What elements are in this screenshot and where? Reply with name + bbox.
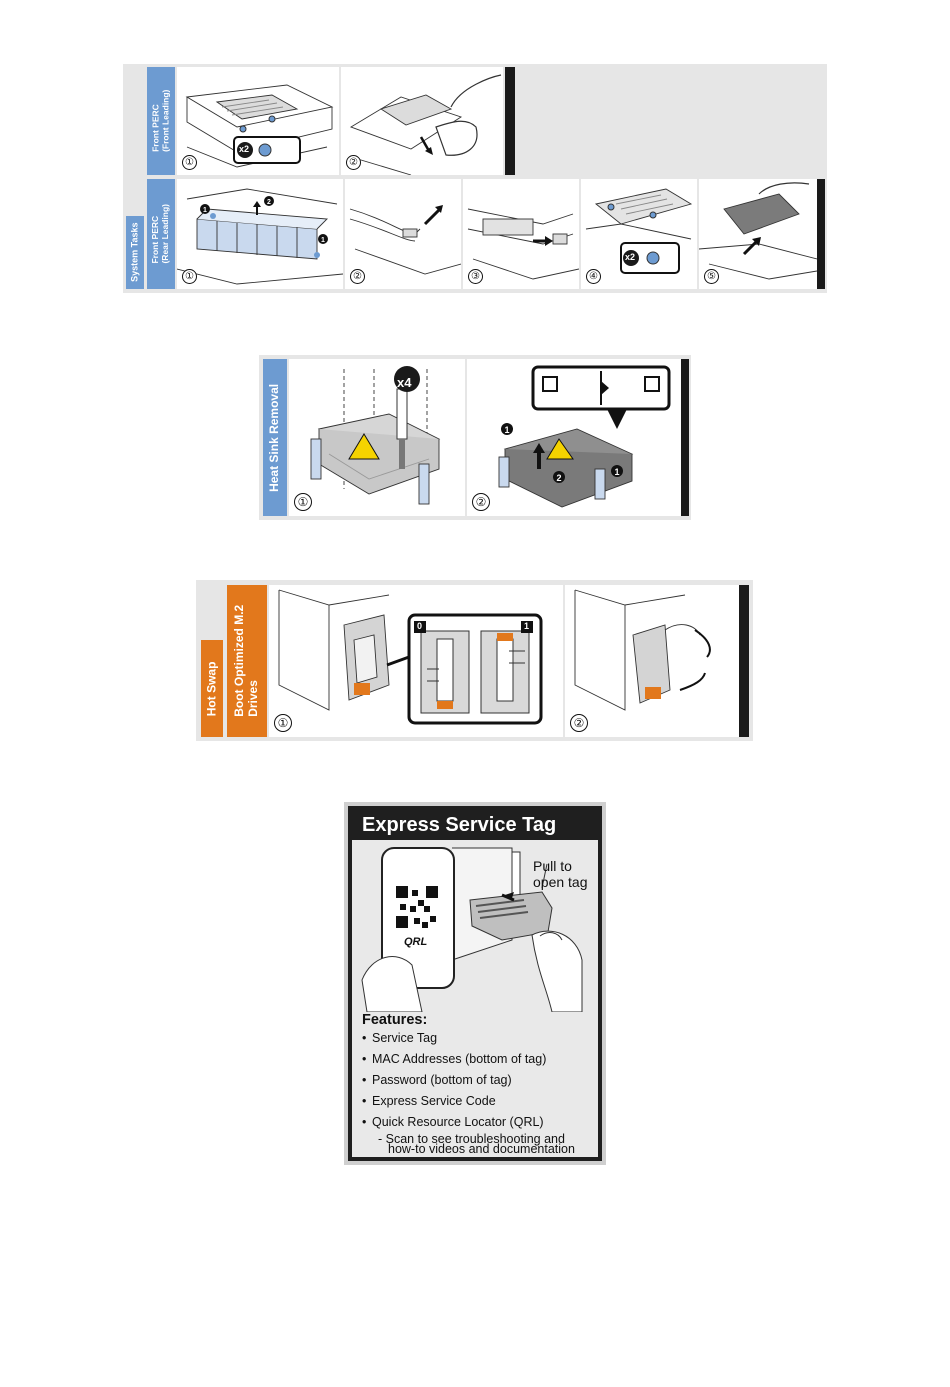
m2-step-2: ② [565,585,739,737]
front-screw-count: x2 [239,144,250,154]
heat-sink-lift-illustration: 1 2 1 [498,365,671,508]
callout-1: 1 [203,207,207,214]
heat-sink-screw-count: x4 [397,375,412,390]
heat-sink-panel: Heat Sink Removal x4 ① [259,355,691,520]
front-leading-step-1: x2 ① [177,67,339,175]
cable-unplug-illustration [467,208,579,280]
phone-qrl-text: QRL [404,936,428,948]
pull-to-open-text: Pull to open tag [533,858,588,890]
m2-step-1: 0 1 ① [269,585,563,737]
perc-lift-out-illustration [699,182,817,280]
features-list: Features: Service Tag MAC Addresses (bot… [362,1012,598,1156]
rear-step-5-number: ⑤ [704,269,719,284]
feature-item: Password (bottom of tag) [362,1073,598,1088]
m2-step-2-number: ② [570,714,588,732]
feature-item: Service Tag [362,1031,598,1046]
hot-swap-label: Hot Swap [201,640,223,737]
feature-item: MAC Addresses (bottom of tag) [362,1052,598,1067]
perc-lift-illustration [349,74,502,175]
express-service-tag-card: Express Service Tag [344,802,606,1165]
front-leading-label: Front PERC(Front Leading) [147,67,175,175]
heat-sink-step-1: x4 ① [289,359,465,516]
callout-1b: 1 [321,237,325,244]
heat-sink-end-bar [681,359,689,516]
heat-sink-step-1-number: ① [294,493,312,511]
perc-remove-screws-illustration [185,84,334,168]
est-illustration [361,847,583,1012]
step-2-number: ② [346,155,361,170]
rear-leading-step-1: 1 2 1 ① [177,179,343,289]
slot-1-label: 1 [524,621,530,631]
heat-sink-label: Heat Sink Removal [263,359,287,516]
feature-sub-line: how-to videos and documentation [388,1142,575,1156]
est-inner: QRL Pull to open tag Features: Service T… [352,840,598,1157]
feature-item: Quick Resource Locator (QRL) [362,1115,598,1130]
est-frame: Express Service Tag [348,806,602,1161]
m2-open-illustration [574,589,711,711]
rear-step-4-number: ④ [586,269,601,284]
rear-leading-step-3: ③ [463,179,579,289]
system-tasks-label: System Tasks [126,216,144,289]
front-leading-step-2: ② [341,67,503,175]
features-heading: Features: [362,1012,428,1028]
hs-callout-1a: 1 [504,425,509,435]
system-tasks-panel: System Tasks Front PERC(Front Leading) x… [123,64,827,293]
slot-0-label: 0 [417,621,423,631]
rear-step-3-number: ③ [468,269,483,284]
hs-callout-1b: 1 [614,467,619,477]
rear-leading-step-4: x2 ④ [581,179,697,289]
front-leading-end-bar [505,67,515,175]
feature-sub-line: - Scan to see troubleshooting and [378,1132,565,1146]
heat-sink-step-2-number: ② [472,493,490,511]
callout-2: 2 [267,199,271,206]
cable-disconnect-illustration [349,205,461,275]
rear-leading-label: Front PERC(Rear Leading) [147,179,175,289]
est-title: Express Service Tag [362,814,557,836]
perc-screws-illustration [585,188,693,274]
heat-sink-step-2: 1 2 1 ② [467,359,681,516]
rear-screw-count: x2 [625,252,636,262]
rear-leading-step-2: ② [345,179,461,289]
cable-retainer-illustration: 1 2 1 [177,188,343,285]
rear-leading-end-bar [817,179,825,289]
rear-step-1-number: ① [182,269,197,284]
step-1-number: ① [182,155,197,170]
m2-end-bar [739,585,749,737]
rear-leading-step-5: ⑤ [699,179,817,289]
rear-step-2-number: ② [350,269,365,284]
heat-sink-screws-illustration [310,366,441,505]
m2-release-illustration [278,589,543,725]
m2-step-1-number: ① [274,714,292,732]
feature-item: Express Service Code [362,1094,598,1109]
hs-callout-2: 2 [556,473,561,483]
